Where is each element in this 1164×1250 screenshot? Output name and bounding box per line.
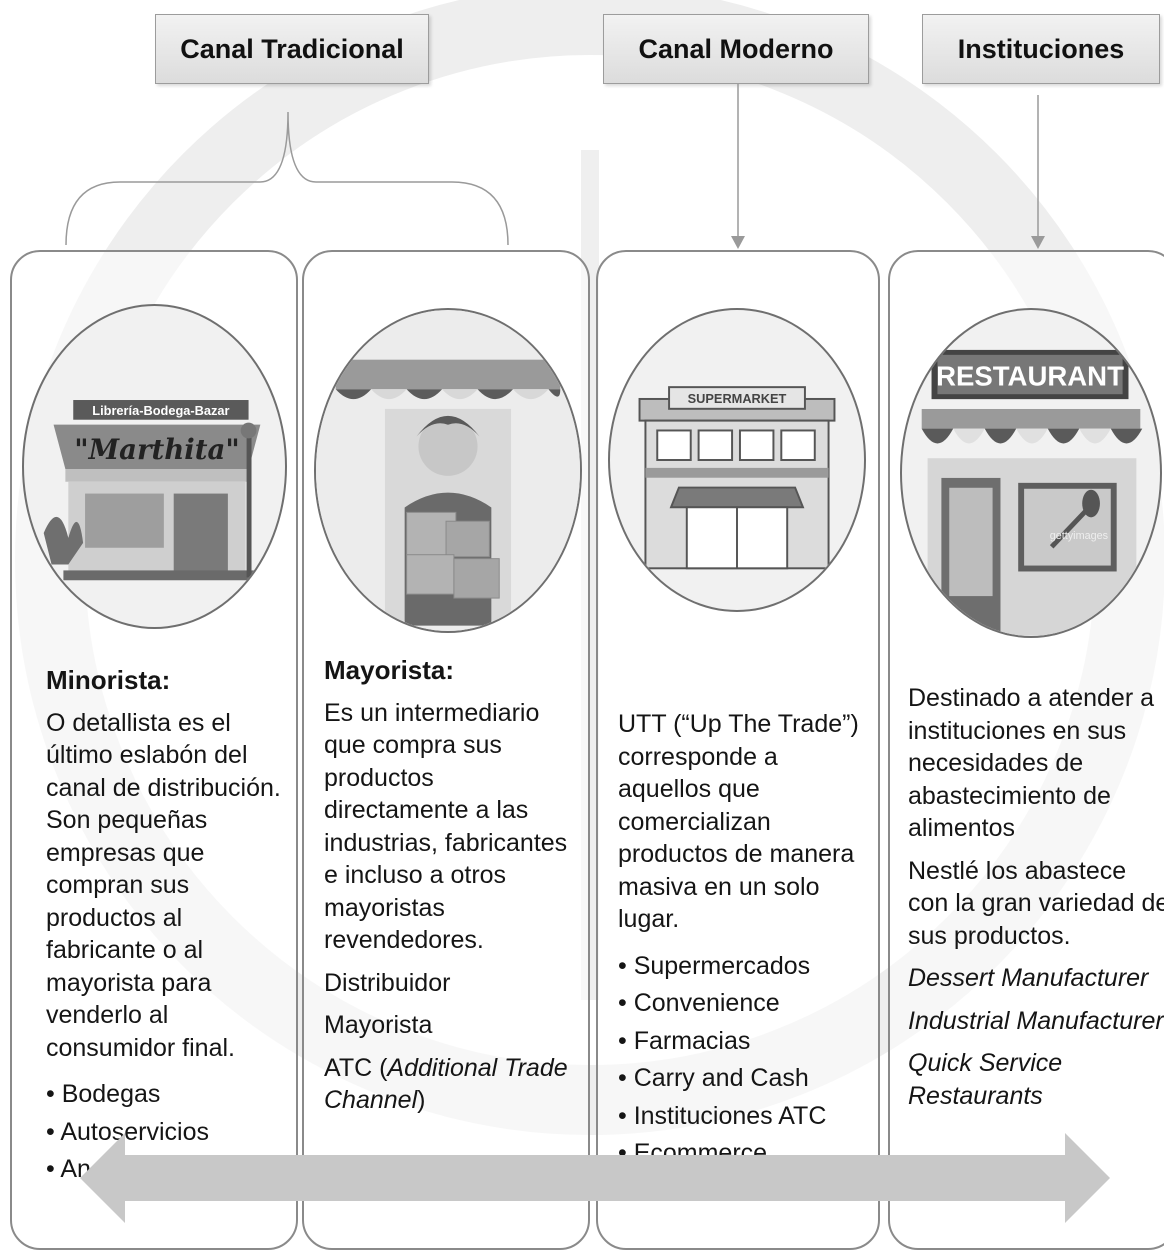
instituciones-description: Destinado a atender a instituciones en s…: [908, 684, 1155, 842]
supermarket-sign: SUPERMARKET: [688, 391, 787, 406]
list-item: Bodegas: [46, 1076, 291, 1114]
restaurant-illustration: RESTAURANT gettyimages: [900, 308, 1162, 638]
minorista-card: Librería-Bodega-Bazar "Marthita" Minoris…: [10, 250, 298, 1250]
instituciones-item-industrial: Industrial Manufacturer: [908, 1006, 1164, 1035]
restaurant-sign: RESTAURANT: [936, 360, 1124, 391]
bodega-store-icon: Librería-Bodega-Bazar "Marthita": [43, 400, 261, 581]
list-item: Farmacias: [618, 1023, 876, 1061]
mayorista-card: Mayorista: Es un intermediario que compr…: [302, 250, 590, 1250]
mayorista-atc: ATC (Additional Trade Channel): [324, 1052, 582, 1117]
traditional-brace: [65, 111, 509, 246]
canal-tradicional-label: Canal Tradicional: [180, 33, 404, 64]
moderno-bullet-list: Supermercados Convenience Farmacias Carr…: [618, 948, 876, 1173]
list-item: Instituciones ATC: [618, 1098, 876, 1136]
atc-italic: Additional Trade Channel: [324, 1053, 568, 1115]
mayorista-description: Es un intermediario que compra sus produ…: [324, 698, 568, 955]
minorista-title: Minorista:: [46, 665, 171, 695]
atc-suffix: ): [417, 1086, 426, 1114]
canal-moderno-header: Canal Moderno: [603, 14, 869, 84]
instituciones-header: Instituciones: [922, 14, 1160, 84]
minorista-bullet-list: Bodegas Autoservicios An: [46, 1076, 291, 1189]
wholesaler-illustration: [314, 308, 582, 633]
mayorista-title: Mayorista:: [324, 655, 455, 685]
instituciones-item-qsr: Quick Service Restaurants: [908, 1049, 1063, 1110]
list-item: An: [46, 1151, 291, 1189]
canal-tradicional-header: Canal Tradicional: [155, 14, 429, 84]
bodega-sign-name: "Marthita": [74, 433, 239, 466]
list-item: Autoservicios: [46, 1114, 291, 1152]
bodega-illustration: Librería-Bodega-Bazar "Marthita": [22, 304, 287, 629]
bodega-sign-top: Librería-Bodega-Bazar: [92, 403, 229, 418]
moderno-description: UTT (“Up The Trade”) corresponde a aquel…: [618, 710, 859, 933]
list-item: Supermercados: [618, 948, 876, 986]
restaurant-watermark: gettyimages: [1050, 530, 1109, 542]
atc-prefix: ATC (: [324, 1053, 388, 1082]
minorista-description: O detallista es el último eslabón del ca…: [46, 708, 281, 1062]
list-item: Carry and Cash: [618, 1060, 876, 1098]
restaurant-icon: RESTAURANT gettyimages: [921, 349, 1143, 636]
moderno-card: SUPERMARKET UTT (“Up The Trade”) corresp…: [596, 250, 880, 1250]
supermarket-illustration: SUPERMARKET: [608, 308, 866, 612]
supermarket-icon: SUPERMARKET: [638, 386, 836, 570]
list-item: Ecommerce: [618, 1135, 876, 1173]
canal-moderno-label: Canal Moderno: [638, 33, 834, 64]
mayorista-item-distribuidor: Distribuidor: [324, 968, 451, 997]
institutions-arrowhead: [1031, 236, 1045, 249]
mayorista-item-mayorista: Mayorista: [324, 1011, 433, 1039]
wholesaler-person-icon: [316, 310, 580, 631]
instituciones-card: RESTAURANT gettyimages Destinado a atend…: [888, 250, 1164, 1250]
instituciones-label: Instituciones: [957, 33, 1125, 64]
modern-arrowhead: [731, 236, 745, 249]
instituciones-description-2: Nestlé los abastece con la gran variedad…: [908, 856, 1164, 950]
instituciones-item-dessert: Dessert Manufacturer: [908, 964, 1149, 992]
list-item: Convenience: [618, 985, 876, 1023]
